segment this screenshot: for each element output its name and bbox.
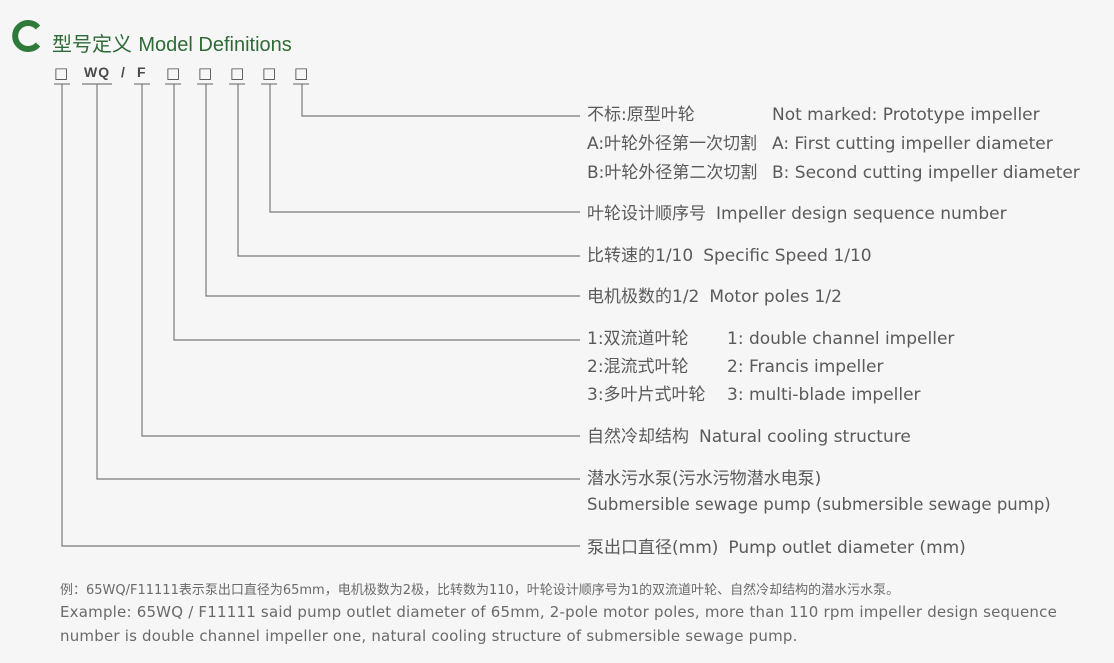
- def-outlet-en: Pump outlet diameter (mm): [728, 538, 966, 558]
- def-speed-cn: 比转速的1/10: [587, 246, 694, 266]
- def-cutting-cn-2: A:叶轮外径第一次切割: [587, 134, 758, 154]
- def-impeller-cn-3: 3:多叶片式叶轮: [587, 385, 706, 405]
- code-seg-speed: □: [230, 64, 245, 82]
- code-seg-outlet: □: [54, 64, 69, 82]
- code-seg-impeller: □: [166, 64, 181, 82]
- leader-impeller: [173, 84, 580, 341]
- example-cn: 例：65WQ/F11111表示泵出口直径为65mm，电机极数为2极，比转数为11…: [60, 583, 900, 598]
- example-en-line-1: Example: 65WQ / F11111 said pump outlet …: [60, 603, 1058, 621]
- def-poles-en: Motor poles 1/2: [709, 287, 842, 307]
- leader-cooling: [141, 84, 580, 437]
- leader-sequence: [269, 84, 580, 213]
- leader-pump: [96, 84, 580, 480]
- def-sequence: 叶轮设计顺序号 Impeller design sequence number: [587, 204, 1007, 224]
- c-ring-icon: [12, 20, 41, 52]
- def-cooling-cn: 自然冷却结构: [587, 427, 689, 447]
- def-cutting-cn-1: 不标:原型叶轮: [587, 105, 695, 125]
- example-en-line-2: number is double channel impeller one, n…: [60, 627, 798, 645]
- leader-outlet: [61, 84, 580, 547]
- def-cutting-en-3: B: Second cutting impeller diameter: [772, 163, 1080, 183]
- code-seg-slash: /: [121, 64, 126, 80]
- page-title: 型号定义 Model Definitions: [52, 28, 292, 57]
- def-outlet: 泵出口直径(mm) Pump outlet diameter (mm): [587, 538, 966, 558]
- def-sequence-en: Impeller design sequence number: [716, 204, 1007, 224]
- code-seg-poles: □: [198, 64, 213, 82]
- def-sequence-cn: 叶轮设计顺序号: [587, 204, 706, 224]
- def-speed-en: Specific Speed 1/10: [703, 246, 872, 266]
- leader-speed: [237, 84, 580, 257]
- title-en: Model Definitions: [138, 34, 292, 56]
- def-impeller-cn-1: 1:双流道叶轮: [587, 329, 689, 349]
- def-speed: 比转速的1/10 Specific Speed 1/10: [587, 246, 872, 266]
- leader-cutting: [301, 84, 580, 117]
- code-seg-sequence: □: [262, 64, 277, 82]
- def-cutting-en-2: A: First cutting impeller diameter: [772, 134, 1053, 154]
- def-cooling: 自然冷却结构 Natural cooling structure: [587, 427, 911, 447]
- def-impeller-en-1: 1: double channel impeller: [727, 329, 955, 349]
- def-pump-en: Submersible sewage pump (submersible sew…: [587, 495, 1051, 514]
- def-impeller-cn-2: 2:混流式叶轮: [587, 357, 689, 377]
- code-seg-f: F: [137, 64, 147, 80]
- def-impeller-en-3: 3: multi-blade impeller: [727, 385, 921, 405]
- def-cooling-en: Natural cooling structure: [699, 427, 911, 447]
- leader-poles: [205, 84, 580, 297]
- def-impeller-en-2: 2: Francis impeller: [727, 357, 884, 377]
- def-cutting-cn-3: B:叶轮外径第二次切割: [587, 163, 758, 183]
- def-pump-cn: 潜水污水泵(污水污物潜水电泵): [587, 469, 822, 489]
- code-seg-wq: WQ: [84, 64, 111, 80]
- def-poles-cn: 电机极数的1/2: [587, 287, 700, 307]
- title-cn: 型号定义: [52, 32, 132, 56]
- def-poles: 电机极数的1/2 Motor poles 1/2: [587, 287, 842, 307]
- code-seg-cutting: □: [294, 64, 309, 82]
- def-outlet-cn: 泵出口直径(mm): [587, 538, 719, 558]
- def-cutting-en-1: Not marked: Prototype impeller: [772, 105, 1040, 125]
